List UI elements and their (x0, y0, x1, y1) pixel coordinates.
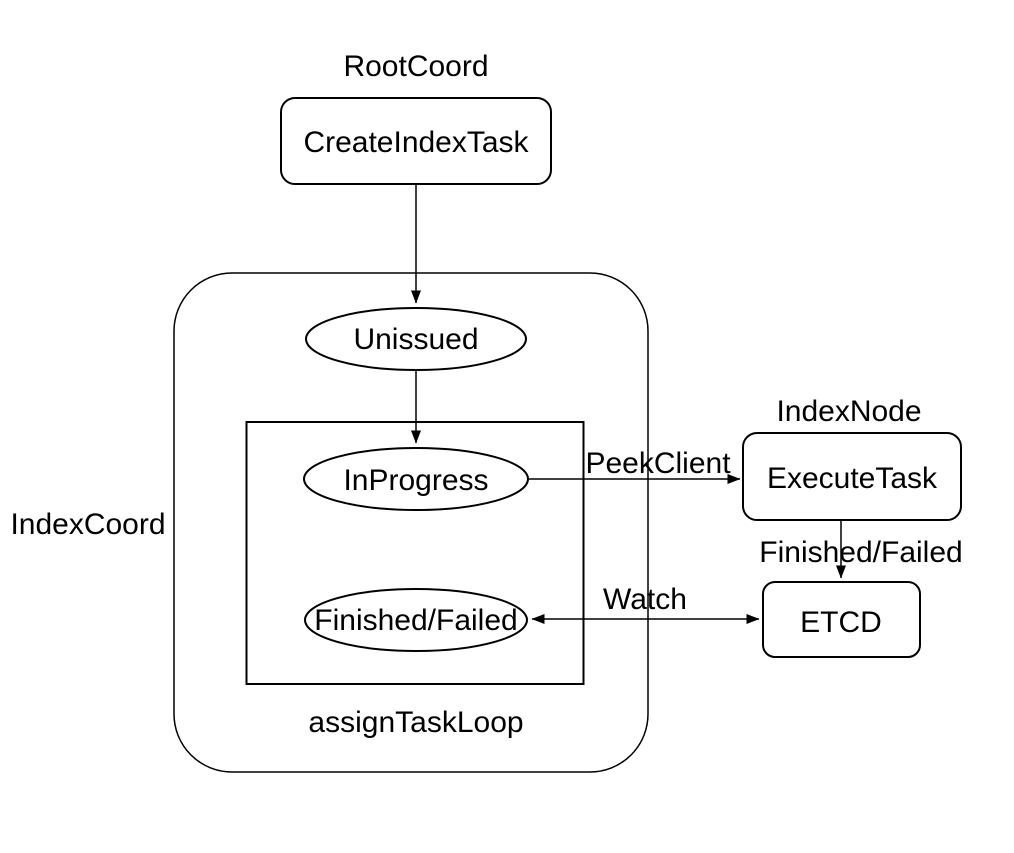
node-etcd[interactable] (762, 581, 921, 658)
node-in-progress[interactable] (303, 447, 529, 511)
create-index-task-label: CreateIndexTask (303, 126, 529, 159)
finished-failed-edge-label: Finished/Failed (759, 536, 962, 569)
node-finished-failed[interactable] (304, 588, 528, 652)
indexnode-group-label: IndexNode (776, 395, 921, 428)
execute-task-label: ExecuteTask (767, 462, 938, 495)
watch-edge-label: Watch (603, 583, 687, 616)
indexcoord-group-label: IndexCoord (10, 508, 165, 541)
unissued-label: Unissued (353, 323, 478, 356)
assigntaskloop-group-label: assignTaskLoop (308, 706, 523, 739)
etcd-label: ETCD (800, 606, 882, 639)
indexcoord-container (173, 272, 649, 773)
rootcoord-group-label: RootCoord (343, 50, 488, 83)
peekclient-edge-label: PeekClient (585, 447, 731, 480)
in-progress-label: InProgress (343, 464, 488, 497)
node-execute-task[interactable] (742, 432, 962, 521)
assigntaskloop-container (245, 421, 585, 685)
finished-failed-state-label: Finished/Failed (314, 604, 517, 637)
node-create-index-task[interactable] (280, 97, 552, 185)
node-unissued[interactable] (305, 307, 527, 371)
